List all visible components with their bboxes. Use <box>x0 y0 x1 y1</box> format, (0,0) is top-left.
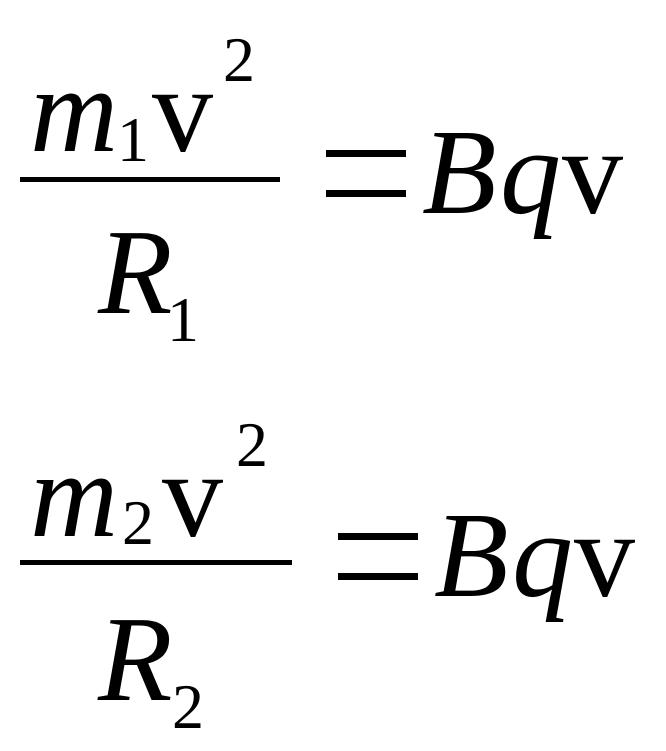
fraction-bar <box>20 560 292 565</box>
mass-symbol: m <box>30 43 119 178</box>
field-symbol: B <box>434 488 509 623</box>
velocity-exponent: 2 <box>236 409 268 480</box>
velocity-symbol: v <box>574 488 635 623</box>
equation-1: m 1 v 2 R 1 B q v <box>0 0 666 375</box>
velocity-exponent: 2 <box>223 24 255 95</box>
equation-2: m 2 v 2 R 2 B q v <box>0 375 666 751</box>
equals-sign <box>338 533 418 580</box>
radius-subscript: 2 <box>172 671 204 742</box>
mass-symbol: m <box>30 428 119 563</box>
velocity-symbol: v <box>152 43 213 178</box>
velocity-symbol: v <box>562 105 623 240</box>
fraction-bar <box>20 177 280 182</box>
mass-subscript: 1 <box>117 104 149 175</box>
charge-symbol: q <box>500 105 561 240</box>
radius-symbol: R <box>98 205 173 340</box>
charge-symbol: q <box>512 488 573 623</box>
mass-subscript: 2 <box>122 487 154 558</box>
field-symbol: B <box>422 105 497 240</box>
radius-symbol: R <box>98 592 173 727</box>
radius-subscript: 1 <box>167 284 199 355</box>
velocity-symbol: v <box>162 428 223 563</box>
equals-sign <box>326 150 406 197</box>
